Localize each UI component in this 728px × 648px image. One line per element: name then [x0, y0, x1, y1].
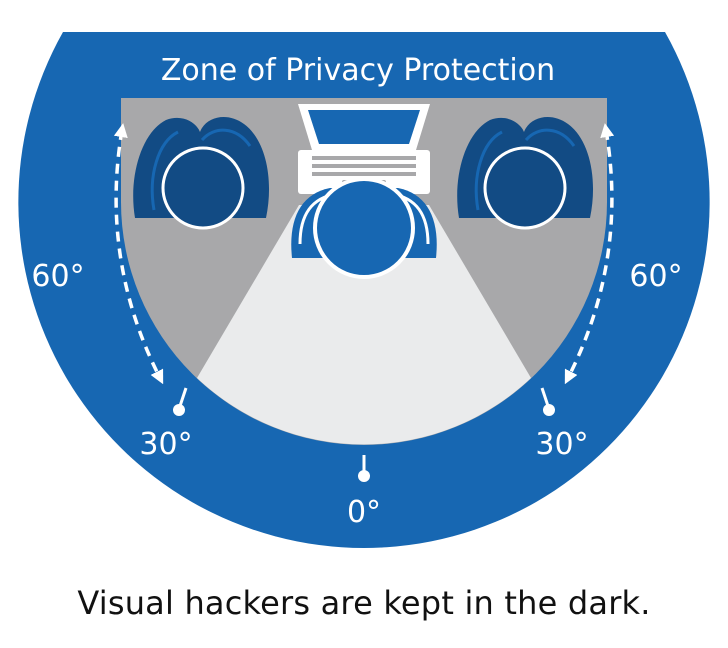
angle-label-right-60: 60°: [629, 259, 682, 294]
diagram-title: Zone of Privacy Protection: [161, 53, 555, 88]
right-30-degree-tick: [540, 387, 555, 416]
caption-text: Visual hackers are kept in the dark.: [77, 584, 651, 622]
left-30-degree-tick: [173, 387, 188, 416]
angle-label-left-30: 30°: [139, 427, 192, 462]
left-visual-hacker-icon: [133, 117, 270, 230]
center-0-degree-tick: [358, 455, 370, 482]
left-angle-arc-arrow: [113, 123, 164, 385]
visible-viewing-cone: [197, 205, 531, 445]
privacy-zone-diagram: Zone of Privacy Protection: [18, 32, 710, 548]
right-visual-hacker-icon: [457, 117, 594, 230]
angle-label-center-0: 0°: [347, 495, 381, 530]
angle-label-left-60: 60°: [31, 259, 84, 294]
angle-label-right-30: 30°: [535, 427, 588, 462]
authorized-user-icon: [291, 177, 437, 279]
right-angle-arc-arrow: [564, 123, 615, 385]
